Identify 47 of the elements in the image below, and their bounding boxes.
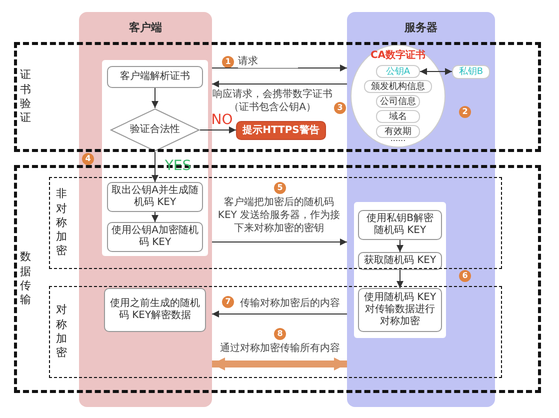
field-pill: 公司信息 (376, 95, 420, 108)
arrow (152, 212, 158, 222)
field-pill: 域名 (376, 110, 420, 123)
step-number: 4 (82, 153, 94, 165)
step-number: 7 (222, 296, 234, 308)
diamond-label: 验证合法性 (129, 124, 181, 136)
step-number: 2 (459, 106, 471, 118)
process-box: 使用随机码 KEY对传输数据进行对称加密 (358, 288, 442, 332)
arrow (152, 88, 158, 108)
edge-label: NO (210, 112, 234, 128)
process-box: 取出公钥A并生成随机码 KEY (107, 182, 203, 212)
arrow (152, 152, 158, 182)
column-title: 服务器 (403, 22, 438, 34)
column-panel (347, 12, 495, 407)
process-box: 获取随机码 KEY (358, 252, 442, 270)
step-number: 3 (334, 102, 346, 114)
process-box: 使用之前生成的随机码 KEY解密数据 (104, 288, 206, 332)
field-pill: 有效期 (376, 125, 420, 138)
column-title: 客户端 (128, 22, 163, 34)
step-number: 5 (274, 182, 286, 194)
arrow (200, 126, 236, 134)
arrow (420, 68, 452, 75)
arrow (212, 310, 348, 318)
step-number: 1 (222, 56, 234, 68)
section-title: 对称加密 (56, 303, 67, 361)
step-number: 8 (274, 328, 286, 340)
step-number: 6 (459, 270, 471, 282)
section-title: 非对称加密 (56, 187, 67, 259)
arrow (396, 270, 404, 288)
field-pill: 私钥B (452, 65, 490, 79)
arrow (396, 240, 404, 252)
field-pill: 公钥A (376, 65, 420, 78)
arrow (212, 64, 348, 72)
process-box: 使用公钥A加密随机码 KEY (107, 222, 203, 252)
edge-label: 请求 (238, 55, 298, 68)
column-panel (79, 12, 212, 407)
edge-label: 响应请求，会携带数字证书（证书包含公钥A） (212, 88, 333, 114)
arrow (212, 80, 348, 88)
process-box: 使用私钥B解密随机码 KEY (358, 210, 442, 240)
section-title: 证书验证 (20, 68, 31, 126)
field-pill: 颁发机构信息 (364, 80, 432, 93)
arrow (212, 238, 348, 246)
certificate-title: CA数字证书 (369, 50, 427, 62)
section-title: 数据传输 (20, 250, 31, 308)
double-arrow (212, 358, 347, 370)
warning-box: 提示HTTPS警告 (236, 121, 326, 140)
process-box: 客户端解析证书 (107, 66, 203, 88)
